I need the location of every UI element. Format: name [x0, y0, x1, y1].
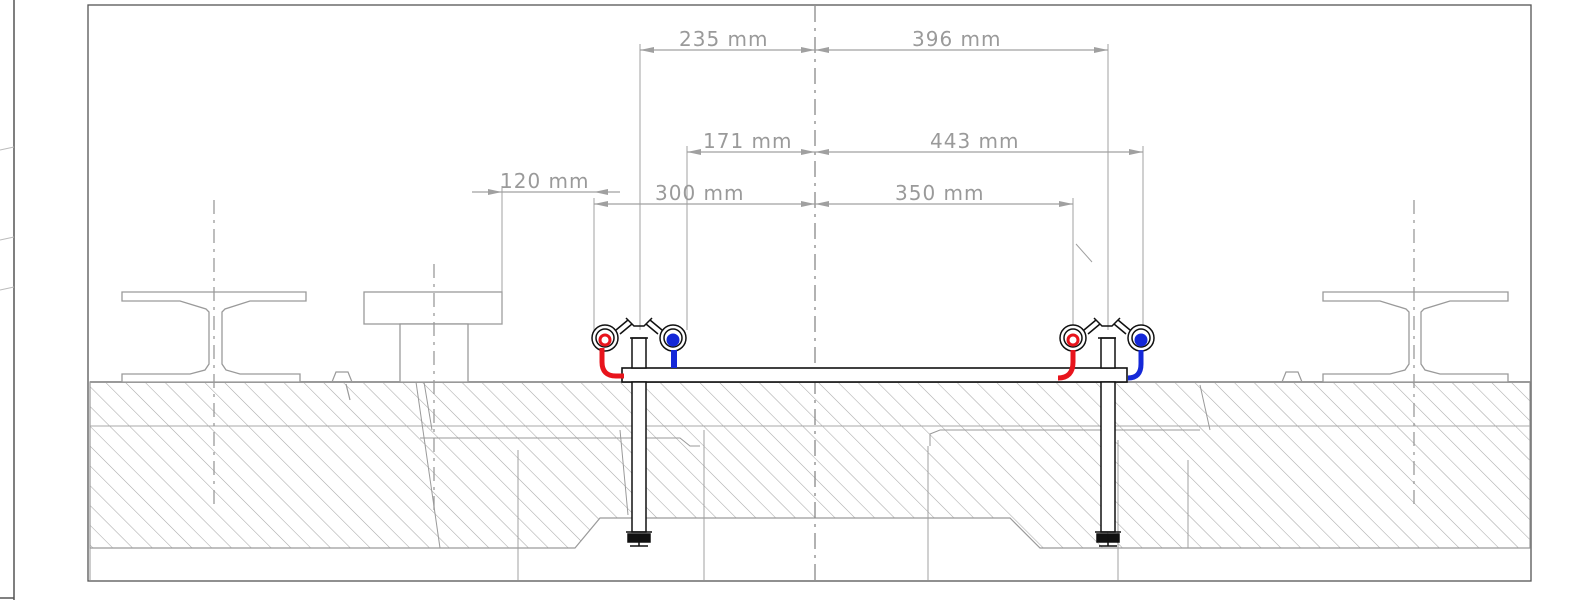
- dimension-lines: [472, 47, 1143, 207]
- dim-label-350: 350 mm: [895, 181, 985, 205]
- hot-pipe-right: [1066, 333, 1080, 347]
- dim-label-300: 300 mm: [655, 181, 745, 205]
- cold-pipe-right-bend: [1127, 350, 1144, 381]
- ground-section: [89, 381, 1531, 580]
- rail-right: [1322, 200, 1509, 510]
- dim-label-171: 171 mm: [703, 129, 793, 153]
- cold-pipe-right: [1134, 333, 1148, 347]
- dim-label-120: 120 mm: [500, 169, 590, 193]
- rail-clips: [331, 371, 1303, 401]
- cold-pipe-left: [666, 333, 680, 347]
- dim-label-396: 396 mm: [912, 27, 1002, 51]
- viewport-frame: [87, 4, 1532, 582]
- rail-left: [121, 200, 307, 510]
- support-leg-left: [626, 337, 652, 547]
- hot-pipe-right-bend: [1057, 350, 1076, 381]
- support-beam: [621, 367, 1128, 383]
- hot-pipe-left-bend: [599, 348, 624, 379]
- extension-lines: [501, 44, 1144, 330]
- hot-pipe-left: [598, 333, 612, 347]
- dim-label-235: 235 mm: [679, 27, 769, 51]
- dim-label-443: 443 mm: [930, 129, 1020, 153]
- left-sheet-border: [0, 0, 15, 600]
